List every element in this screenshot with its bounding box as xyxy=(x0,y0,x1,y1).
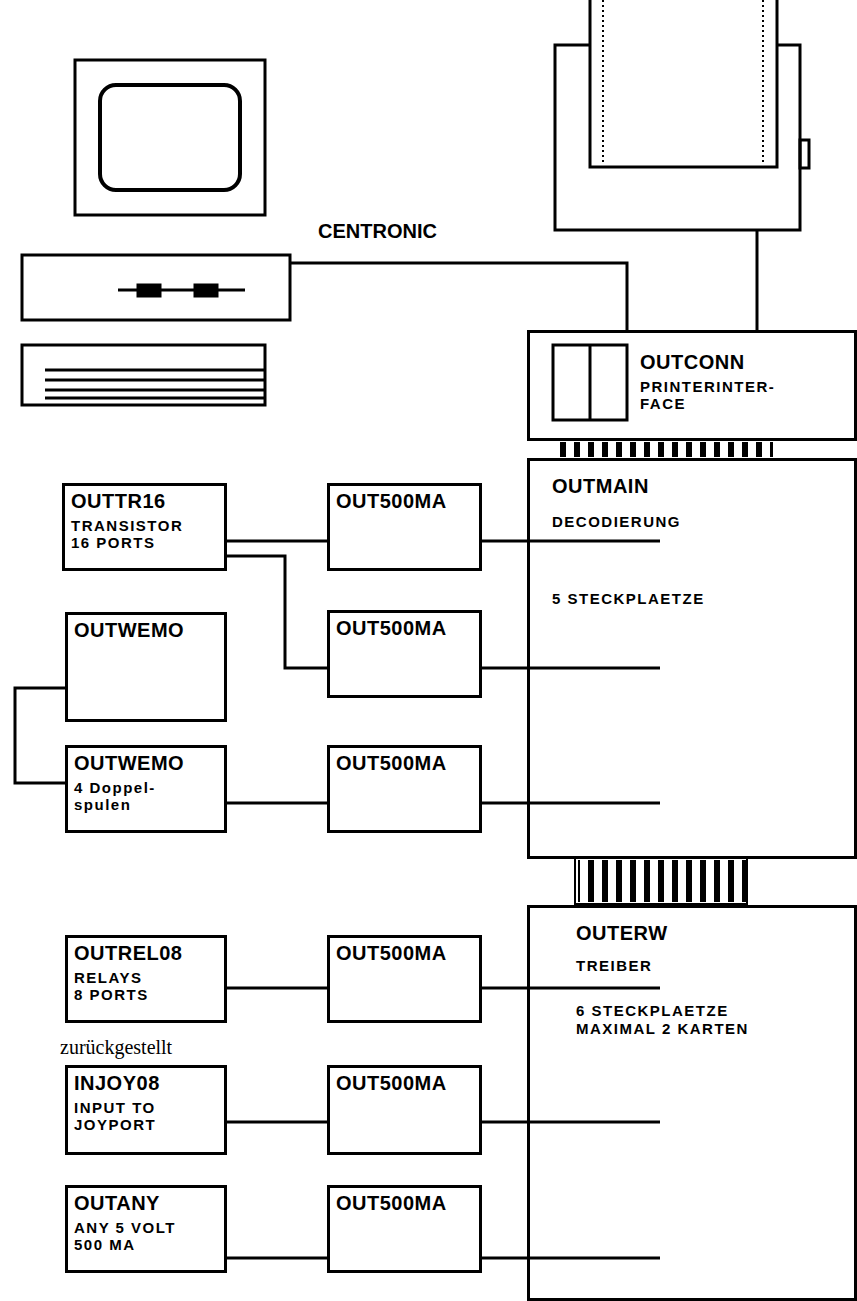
box-title: INJOY08 xyxy=(74,1072,218,1095)
bus-stub xyxy=(527,667,660,670)
bus-stub xyxy=(527,987,660,990)
box-title: OUTANY xyxy=(74,1192,218,1215)
wire xyxy=(15,688,65,783)
wire xyxy=(227,1121,327,1124)
box-title: OUTWEMO xyxy=(74,752,218,775)
box-title: OUTCONN xyxy=(640,351,848,374)
box-title: OUTTR16 xyxy=(71,490,218,513)
box-text: ANY 5 VOLT 500 MA xyxy=(74,1219,179,1254)
driver-box: OUT500MA xyxy=(327,610,482,698)
box-text: INPUT TO JOYPORT xyxy=(74,1099,164,1134)
pin-comb xyxy=(578,860,746,902)
wire xyxy=(227,802,327,805)
card-box: OUTTR16TRANSISTOR 16 PORTS xyxy=(62,483,227,571)
pin-comb xyxy=(575,858,747,904)
box-text: TRANSISTOR 16 PORTS xyxy=(71,517,181,552)
wire xyxy=(227,987,327,990)
box-title: OUT500MA xyxy=(336,1072,473,1095)
bus-stub xyxy=(527,1257,660,1260)
box-text: TREIBER xyxy=(576,957,848,974)
box-text: 6 STECKPLAETZE MAXIMAL 2 KARTEN xyxy=(576,1002,776,1037)
box-title: OUTREL08 xyxy=(74,942,218,965)
box-text: PRINTERINTER- FACE xyxy=(640,378,800,413)
driver-box: OUT500MA xyxy=(327,745,482,833)
driver-box: OUT500MA xyxy=(327,1185,482,1273)
wire xyxy=(482,667,527,670)
card-box: OUTWEMO 4 Doppel- spulen xyxy=(65,745,227,833)
pin-comb xyxy=(555,442,773,457)
box-text: RELAYS 8 PORTS xyxy=(74,969,152,1004)
card-box: OUTWEMO xyxy=(65,612,227,722)
connector-symbol xyxy=(553,345,627,420)
driver-board-box: OUTERW TREIBER 6 STECKPLAETZE MAXIMAL 2 KA… xyxy=(527,905,857,1301)
driver-box: OUT500MA xyxy=(327,483,482,571)
wire xyxy=(482,1257,527,1260)
box-title: OUT500MA xyxy=(336,942,473,965)
box-title: OUT500MA xyxy=(336,752,473,775)
cable xyxy=(290,230,757,331)
box-text: 5 STECKPLAETZE xyxy=(552,590,848,607)
decoder-box: OUTMAIN DECODIERUNG 5 STECKPLAETZE xyxy=(527,458,857,859)
wire xyxy=(227,556,327,668)
wire xyxy=(227,540,327,543)
bus-label: CENTRONIC xyxy=(318,220,437,243)
wire xyxy=(227,1257,327,1260)
box-text: 4 Doppel- spulen xyxy=(74,779,164,814)
interface-box: OUTCONN PRINTERINTER- FACE xyxy=(527,330,857,441)
wire xyxy=(482,802,527,805)
computer-drawing xyxy=(22,60,290,405)
box-title: OUTWEMO xyxy=(74,619,218,642)
wire xyxy=(482,987,527,990)
box-title: OUT500MA xyxy=(336,490,473,513)
box-title: OUT500MA xyxy=(336,1192,473,1215)
box-title: OUT500MA xyxy=(336,617,473,640)
box-title: OUTERW xyxy=(576,922,848,945)
driver-box: OUT500MA xyxy=(327,935,482,1023)
printer-drawing xyxy=(555,0,809,230)
wire xyxy=(482,1121,527,1124)
box-title: OUTMAIN xyxy=(552,475,848,498)
card-box: INJOY08INPUT TO JOYPORT xyxy=(65,1065,227,1155)
connector-symbol xyxy=(589,345,592,420)
bus-stub xyxy=(527,1121,660,1124)
card-box: OUTANY ANY 5 VOLT 500 MA xyxy=(65,1185,227,1273)
card-box: OUTREL08RELAYS 8 PORTS xyxy=(65,935,227,1023)
bus-stub xyxy=(527,540,660,543)
bus-stub xyxy=(527,802,660,805)
wire xyxy=(482,540,527,543)
driver-box: OUT500MA xyxy=(327,1065,482,1155)
status-note: zurückgestellt xyxy=(60,1036,172,1059)
box-text: DECODIERUNG xyxy=(552,513,848,530)
